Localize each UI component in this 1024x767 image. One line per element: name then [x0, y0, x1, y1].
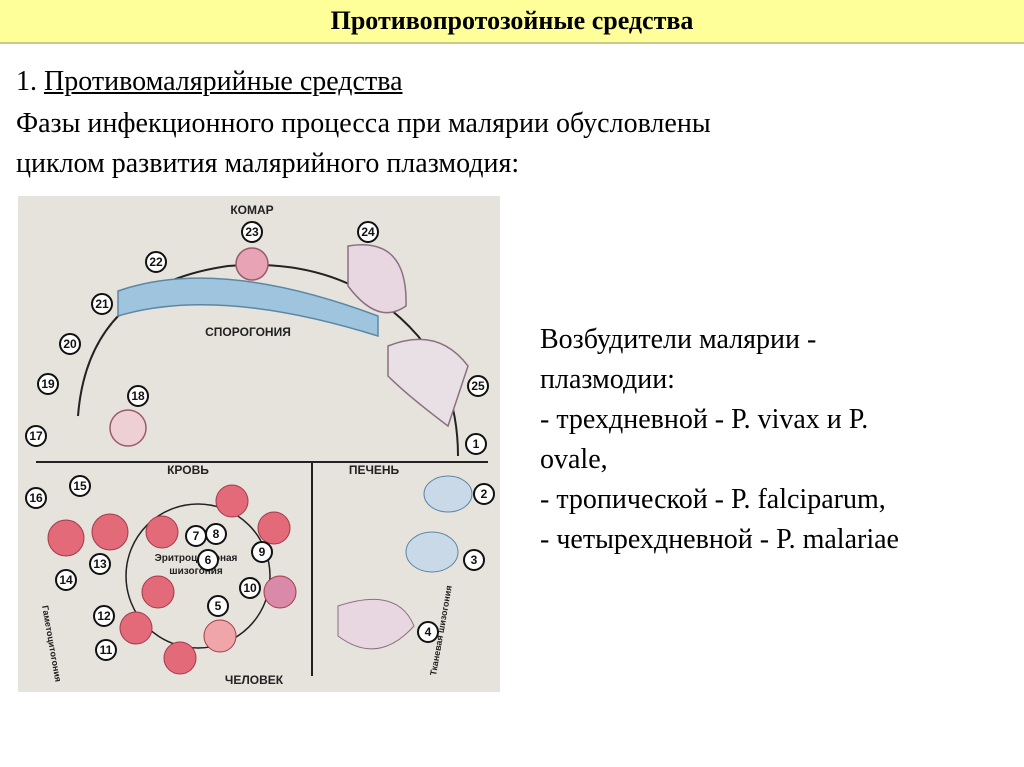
erythrocyte-icon [141, 575, 175, 609]
stage-number: 12 [97, 609, 111, 623]
stage-marker-circle [205, 523, 227, 545]
stage-marker-circle [55, 569, 77, 591]
stage-number: 4 [425, 625, 432, 639]
section-heading: 1. Противомалярийные средства [16, 66, 403, 98]
erythrocyte-icon [163, 641, 197, 675]
slide-title-bar: Противопротозойные средства [0, 0, 1024, 44]
stage-number: 9 [259, 545, 266, 559]
stage-marker-circle [37, 373, 59, 395]
stage-marker-circle [95, 639, 117, 661]
stage-number: 21 [95, 297, 109, 311]
stage-number: 24 [361, 225, 375, 239]
stage-number: 13 [93, 557, 107, 571]
stage-number: 25 [471, 379, 485, 393]
stage-marker-circle [91, 293, 113, 315]
pathogens-line-6: - четырехдневной - P. malariae [540, 524, 899, 555]
stage-marker-circle [127, 385, 149, 407]
mosquito-gut-wall [117, 277, 379, 338]
erythrocyte-icon [203, 619, 237, 653]
label-gametocytogony: Гаметоцитогония [40, 605, 63, 683]
section-number: 1. [16, 66, 44, 97]
stage-number: 6 [205, 553, 212, 567]
stage-marker-circle [25, 487, 47, 509]
stage-number: 19 [41, 377, 55, 391]
pathogens-line-4: ovale, [540, 444, 608, 475]
erythrocyte-icon [145, 515, 179, 549]
stage-marker-circle [417, 621, 439, 643]
stage-number: 7 [193, 529, 200, 543]
stage-number: 20 [63, 337, 77, 351]
section-title: Противомалярийные средства [44, 66, 403, 97]
stage-marker-circle [241, 221, 263, 243]
stage-marker-circle [463, 549, 485, 571]
stage-number: 14 [59, 573, 73, 587]
label-blood: КРОВЬ [167, 463, 209, 477]
pathogens-line-5: - тропической - P. falciparum, [540, 484, 886, 515]
stage-marker-circle [465, 433, 487, 455]
pathogens-line-3: - трехдневной - P. vivax и P. [540, 404, 869, 435]
intro-text: Фазы инфекционного процесса при малярии … [16, 104, 916, 184]
stage-number: 22 [149, 255, 163, 269]
stage-number: 23 [245, 225, 259, 239]
stage-marker-circle [467, 375, 489, 397]
stage-number: 17 [29, 429, 43, 443]
stage-marker-circle [59, 333, 81, 355]
erythrocyte-icon [119, 611, 153, 645]
stage-marker-circle [69, 475, 91, 497]
stage-number: 10 [243, 581, 257, 595]
label-sporogony: СПОРОГОНИЯ [205, 325, 291, 339]
malaria-life-cycle-diagram: КОМАР СПОРОГОНИЯ КРОВЬ ПЕЧЕНЬ ЧЕЛОВЕК Эр… [18, 196, 500, 692]
stage-number: 15 [73, 479, 87, 493]
stage-number: 3 [471, 553, 478, 567]
hepatocyte-icon [423, 475, 473, 513]
stage-marker-circle [239, 577, 261, 599]
label-erythrocytic-1: Эритроцитарная [155, 553, 238, 564]
stage-number: 5 [215, 599, 222, 613]
pathogens-text: Возбудители малярии - плазмодии: - трехд… [540, 320, 1000, 560]
erythrocyte-icon [257, 511, 291, 545]
label-human: ЧЕЛОВЕК [225, 673, 284, 687]
hepatocyte-icon [405, 531, 459, 573]
stage-marker-circle [207, 595, 229, 617]
stage-number: 11 [100, 643, 113, 657]
microgamete-icon [109, 409, 147, 447]
erythrocyte-icon [263, 575, 297, 609]
stage-marker-circle [89, 553, 111, 575]
sporocyst-icon [347, 244, 407, 314]
stage-marker-circle [25, 425, 47, 447]
stage-marker-circle [251, 541, 273, 563]
label-mosquito: КОМАР [230, 203, 273, 217]
label-erythrocytic-2: шизогония [169, 566, 223, 577]
slide-title: Противопротозойные средства [330, 6, 694, 35]
stage-number: 8 [213, 527, 220, 541]
pathogens-line-2: плазмодии: [540, 364, 675, 395]
stage-marker-circle [357, 221, 379, 243]
stage-marker-circle [473, 483, 495, 505]
stage-marker-circle [197, 549, 219, 571]
intro-line-2: циклом развития малярийного плазмодия: [16, 148, 520, 179]
gametocyte-icon [91, 513, 129, 551]
label-liver: ПЕЧЕНЬ [349, 463, 400, 477]
oocyst-icon [235, 247, 269, 281]
salivary-gland-icon [387, 338, 469, 428]
life-cycle-svg: КОМАР СПОРОГОНИЯ КРОВЬ ПЕЧЕНЬ ЧЕЛОВЕК Эр… [25, 203, 495, 687]
erythrocyte-icon [215, 484, 249, 518]
gametocyte-icon [47, 519, 85, 557]
stage-number: 2 [481, 487, 488, 501]
stage-number: 1 [473, 437, 480, 451]
stage-number: 16 [29, 491, 43, 505]
intro-line-1: Фазы инфекционного процесса при малярии … [16, 108, 711, 139]
tissue-schizont-icon [337, 598, 415, 650]
stage-number: 18 [131, 389, 145, 403]
stage-marker-circle [93, 605, 115, 627]
erythrocytic-cycle-line [125, 503, 271, 649]
stage-marker-circle [145, 251, 167, 273]
pathogens-line-1: Возбудители малярии - [540, 324, 817, 355]
